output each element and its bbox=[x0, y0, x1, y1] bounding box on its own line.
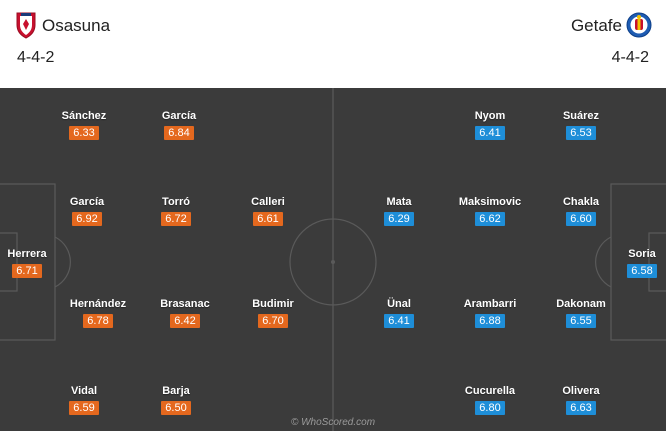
getafe-crest-icon bbox=[626, 12, 652, 38]
player-name: Chakla bbox=[562, 196, 600, 208]
away-player-suarez[interactable]: Suárez 6.53 bbox=[541, 110, 621, 141]
player-rating: 6.60 bbox=[566, 212, 596, 226]
watermark: © WhoScored.com bbox=[290, 417, 376, 428]
away-player-chakla[interactable]: Chakla 6.60 bbox=[541, 196, 621, 227]
player-name: Herrera bbox=[7, 248, 47, 260]
player-rating: 6.29 bbox=[384, 212, 414, 226]
player-rating: 6.33 bbox=[69, 126, 99, 140]
away-player-maksimovic[interactable]: Maksimovic 6.62 bbox=[450, 196, 530, 227]
home-player-garcia-2[interactable]: García 6.92 bbox=[47, 196, 127, 227]
player-name: Vidal bbox=[70, 385, 98, 397]
home-player-barja[interactable]: Barja 6.50 bbox=[136, 385, 216, 416]
player-name: Dakonam bbox=[556, 298, 606, 310]
player-name: García bbox=[69, 196, 105, 208]
away-team-name[interactable]: Getafe bbox=[570, 16, 622, 35]
away-player-unal[interactable]: Ünal 6.41 bbox=[359, 298, 439, 329]
player-rating: 6.80 bbox=[475, 401, 505, 415]
away-player-mata[interactable]: Mata 6.29 bbox=[359, 196, 439, 227]
player-rating: 6.41 bbox=[384, 314, 414, 328]
player-name: Sánchez bbox=[61, 110, 107, 122]
away-player-soria[interactable]: Soria 6.58 bbox=[602, 248, 666, 279]
osasuna-crest-icon bbox=[16, 12, 36, 39]
away-player-nyom[interactable]: Nyom 6.41 bbox=[450, 110, 530, 141]
player-rating: 6.92 bbox=[72, 212, 102, 226]
player-rating: 6.53 bbox=[566, 126, 596, 140]
home-player-hernandez[interactable]: Hernández 6.78 bbox=[58, 298, 138, 329]
player-rating: 6.70 bbox=[258, 314, 288, 328]
home-player-budimir[interactable]: Budimir 6.70 bbox=[233, 298, 313, 329]
player-name: Budimir bbox=[252, 298, 294, 310]
away-player-dakonam[interactable]: Dakonam 6.55 bbox=[541, 298, 621, 329]
player-name: Brasanac bbox=[160, 298, 210, 310]
pitch: Sánchez 6.33 García 6.84 García 6.92 Tor… bbox=[0, 88, 666, 431]
player-rating: 6.62 bbox=[475, 212, 505, 226]
player-name: Soria bbox=[628, 248, 656, 260]
player-rating: 6.55 bbox=[566, 314, 596, 328]
player-name: Torró bbox=[162, 196, 190, 208]
away-formation: 4-4-2 bbox=[611, 49, 649, 66]
player-name: Hernández bbox=[69, 298, 127, 310]
home-player-herrera[interactable]: Herrera 6.71 bbox=[0, 248, 67, 279]
player-rating: 6.78 bbox=[83, 314, 113, 328]
pitch-lines bbox=[0, 88, 666, 431]
home-player-torro[interactable]: Torró 6.72 bbox=[136, 196, 216, 227]
player-rating: 6.41 bbox=[475, 126, 505, 140]
home-team-name[interactable]: Osasuna bbox=[42, 16, 111, 35]
player-name: Ünal bbox=[387, 298, 411, 310]
player-rating: 6.84 bbox=[164, 126, 194, 140]
player-name: Cucurella bbox=[464, 385, 516, 397]
home-player-vidal[interactable]: Vidal 6.59 bbox=[44, 385, 124, 416]
player-name: Mata bbox=[386, 196, 412, 208]
player-name: Suárez bbox=[562, 110, 600, 122]
home-player-sanchez[interactable]: Sánchez 6.33 bbox=[44, 110, 124, 141]
player-name: Barja bbox=[162, 385, 190, 397]
match-header: Osasuna 4-4-2 Getafe 4-4-2 bbox=[0, 0, 666, 88]
player-name: García bbox=[161, 110, 197, 122]
home-player-brasanac[interactable]: Brasanac 6.42 bbox=[145, 298, 225, 329]
home-player-garcia-1[interactable]: García 6.84 bbox=[139, 110, 219, 141]
player-rating: 6.50 bbox=[161, 401, 191, 415]
player-rating: 6.88 bbox=[475, 314, 505, 328]
player-rating: 6.42 bbox=[170, 314, 200, 328]
player-rating: 6.63 bbox=[566, 401, 596, 415]
player-rating: 6.71 bbox=[12, 264, 42, 278]
player-name: Calleri bbox=[251, 196, 285, 208]
away-player-olivera[interactable]: Olivera 6.63 bbox=[541, 385, 621, 416]
player-name: Olivera bbox=[562, 385, 600, 397]
player-name: Nyom bbox=[474, 110, 506, 122]
player-rating: 6.59 bbox=[69, 401, 99, 415]
player-rating: 6.58 bbox=[627, 264, 657, 278]
player-rating: 6.61 bbox=[253, 212, 283, 226]
player-name: Maksimovic bbox=[458, 196, 522, 208]
away-player-cucurella[interactable]: Cucurella 6.80 bbox=[450, 385, 530, 416]
player-name: Arambarri bbox=[463, 298, 517, 310]
home-player-calleri[interactable]: Calleri 6.61 bbox=[228, 196, 308, 227]
home-formation: 4-4-2 bbox=[17, 49, 55, 66]
player-rating: 6.72 bbox=[161, 212, 191, 226]
away-player-arambarri[interactable]: Arambarri 6.88 bbox=[450, 298, 530, 329]
